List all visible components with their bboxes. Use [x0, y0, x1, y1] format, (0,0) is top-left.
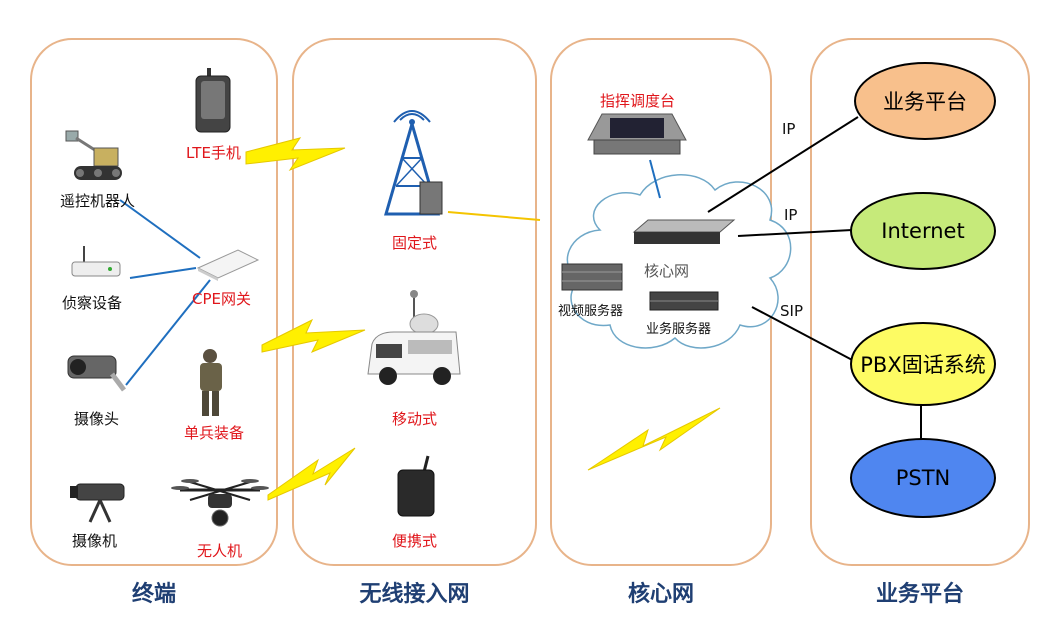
ip-link-label-1: IP — [782, 120, 796, 138]
video-server-icon — [561, 263, 623, 291]
robot-label: 遥控机器人 — [60, 192, 136, 210]
service-platform-node: 业务平台 — [854, 62, 996, 140]
lightning-core — [587, 407, 721, 471]
portable-station-label: 便携式 — [392, 532, 438, 550]
lightning-lte — [245, 137, 346, 172]
ip-link-label-2: IP — [784, 206, 798, 224]
camera-cpe-link — [125, 279, 211, 386]
lte-phone-label: LTE手机 — [186, 144, 241, 162]
lightning-cpe — [261, 318, 366, 353]
lte-phone-icon — [195, 68, 231, 133]
dispatch-label: 指挥调度台 — [600, 92, 676, 110]
scout-cpe-link — [129, 267, 197, 279]
pstn-node: PSTN — [850, 438, 996, 518]
core-net-label: 核心网 — [644, 262, 690, 280]
mobile-vehicle-icon — [367, 290, 461, 385]
fixed-core-link — [447, 211, 541, 221]
scout-device-icon — [71, 246, 121, 277]
section-title-service: 业务平台 — [875, 582, 964, 607]
lightning-drone — [267, 447, 356, 501]
camera-label: 摄像头 — [74, 410, 120, 428]
service-server-label: 业务服务器 — [646, 322, 712, 337]
terminal-panel — [30, 38, 278, 566]
sip-link-label: SIP — [780, 302, 803, 320]
pbx-node: PBX固话系统 — [850, 322, 996, 406]
robot-icon — [65, 130, 122, 180]
core-server-icon — [632, 219, 736, 244]
internet-link — [737, 229, 853, 237]
scout-device-label: 侦察设备 — [62, 294, 123, 312]
soldier-icon — [200, 349, 222, 416]
platform-link — [707, 116, 859, 213]
section-title-terminal: 终端 — [131, 582, 176, 607]
cpe-gateway-icon — [196, 249, 260, 281]
camcorder-icon — [70, 483, 125, 523]
portable-case-icon — [397, 455, 435, 517]
cpe-gateway-label: CPE网关 — [192, 290, 251, 308]
section-title-core: 核心网 — [627, 582, 694, 607]
drone-label: 无人机 — [197, 542, 243, 560]
service-server-icon — [649, 291, 719, 311]
camera-icon — [67, 355, 126, 392]
robot-cpe-link — [119, 199, 201, 259]
section-title-wireless: 无线接入网 — [359, 582, 470, 607]
mobile-station-label: 移动式 — [392, 410, 438, 428]
dispatch-core-link — [649, 159, 661, 199]
pbx-link — [751, 306, 857, 363]
core-cloud — [566, 174, 792, 349]
tower-icon — [384, 110, 443, 216]
drone-icon — [171, 479, 269, 527]
dispatch-console-icon — [587, 113, 687, 155]
video-server-label: 视频服务器 — [558, 304, 624, 319]
soldier-label: 单兵装备 — [184, 424, 245, 442]
internet-node: Internet — [850, 192, 996, 270]
fixed-station-label: 固定式 — [392, 234, 438, 252]
camcorder-label: 摄像机 — [72, 532, 118, 550]
